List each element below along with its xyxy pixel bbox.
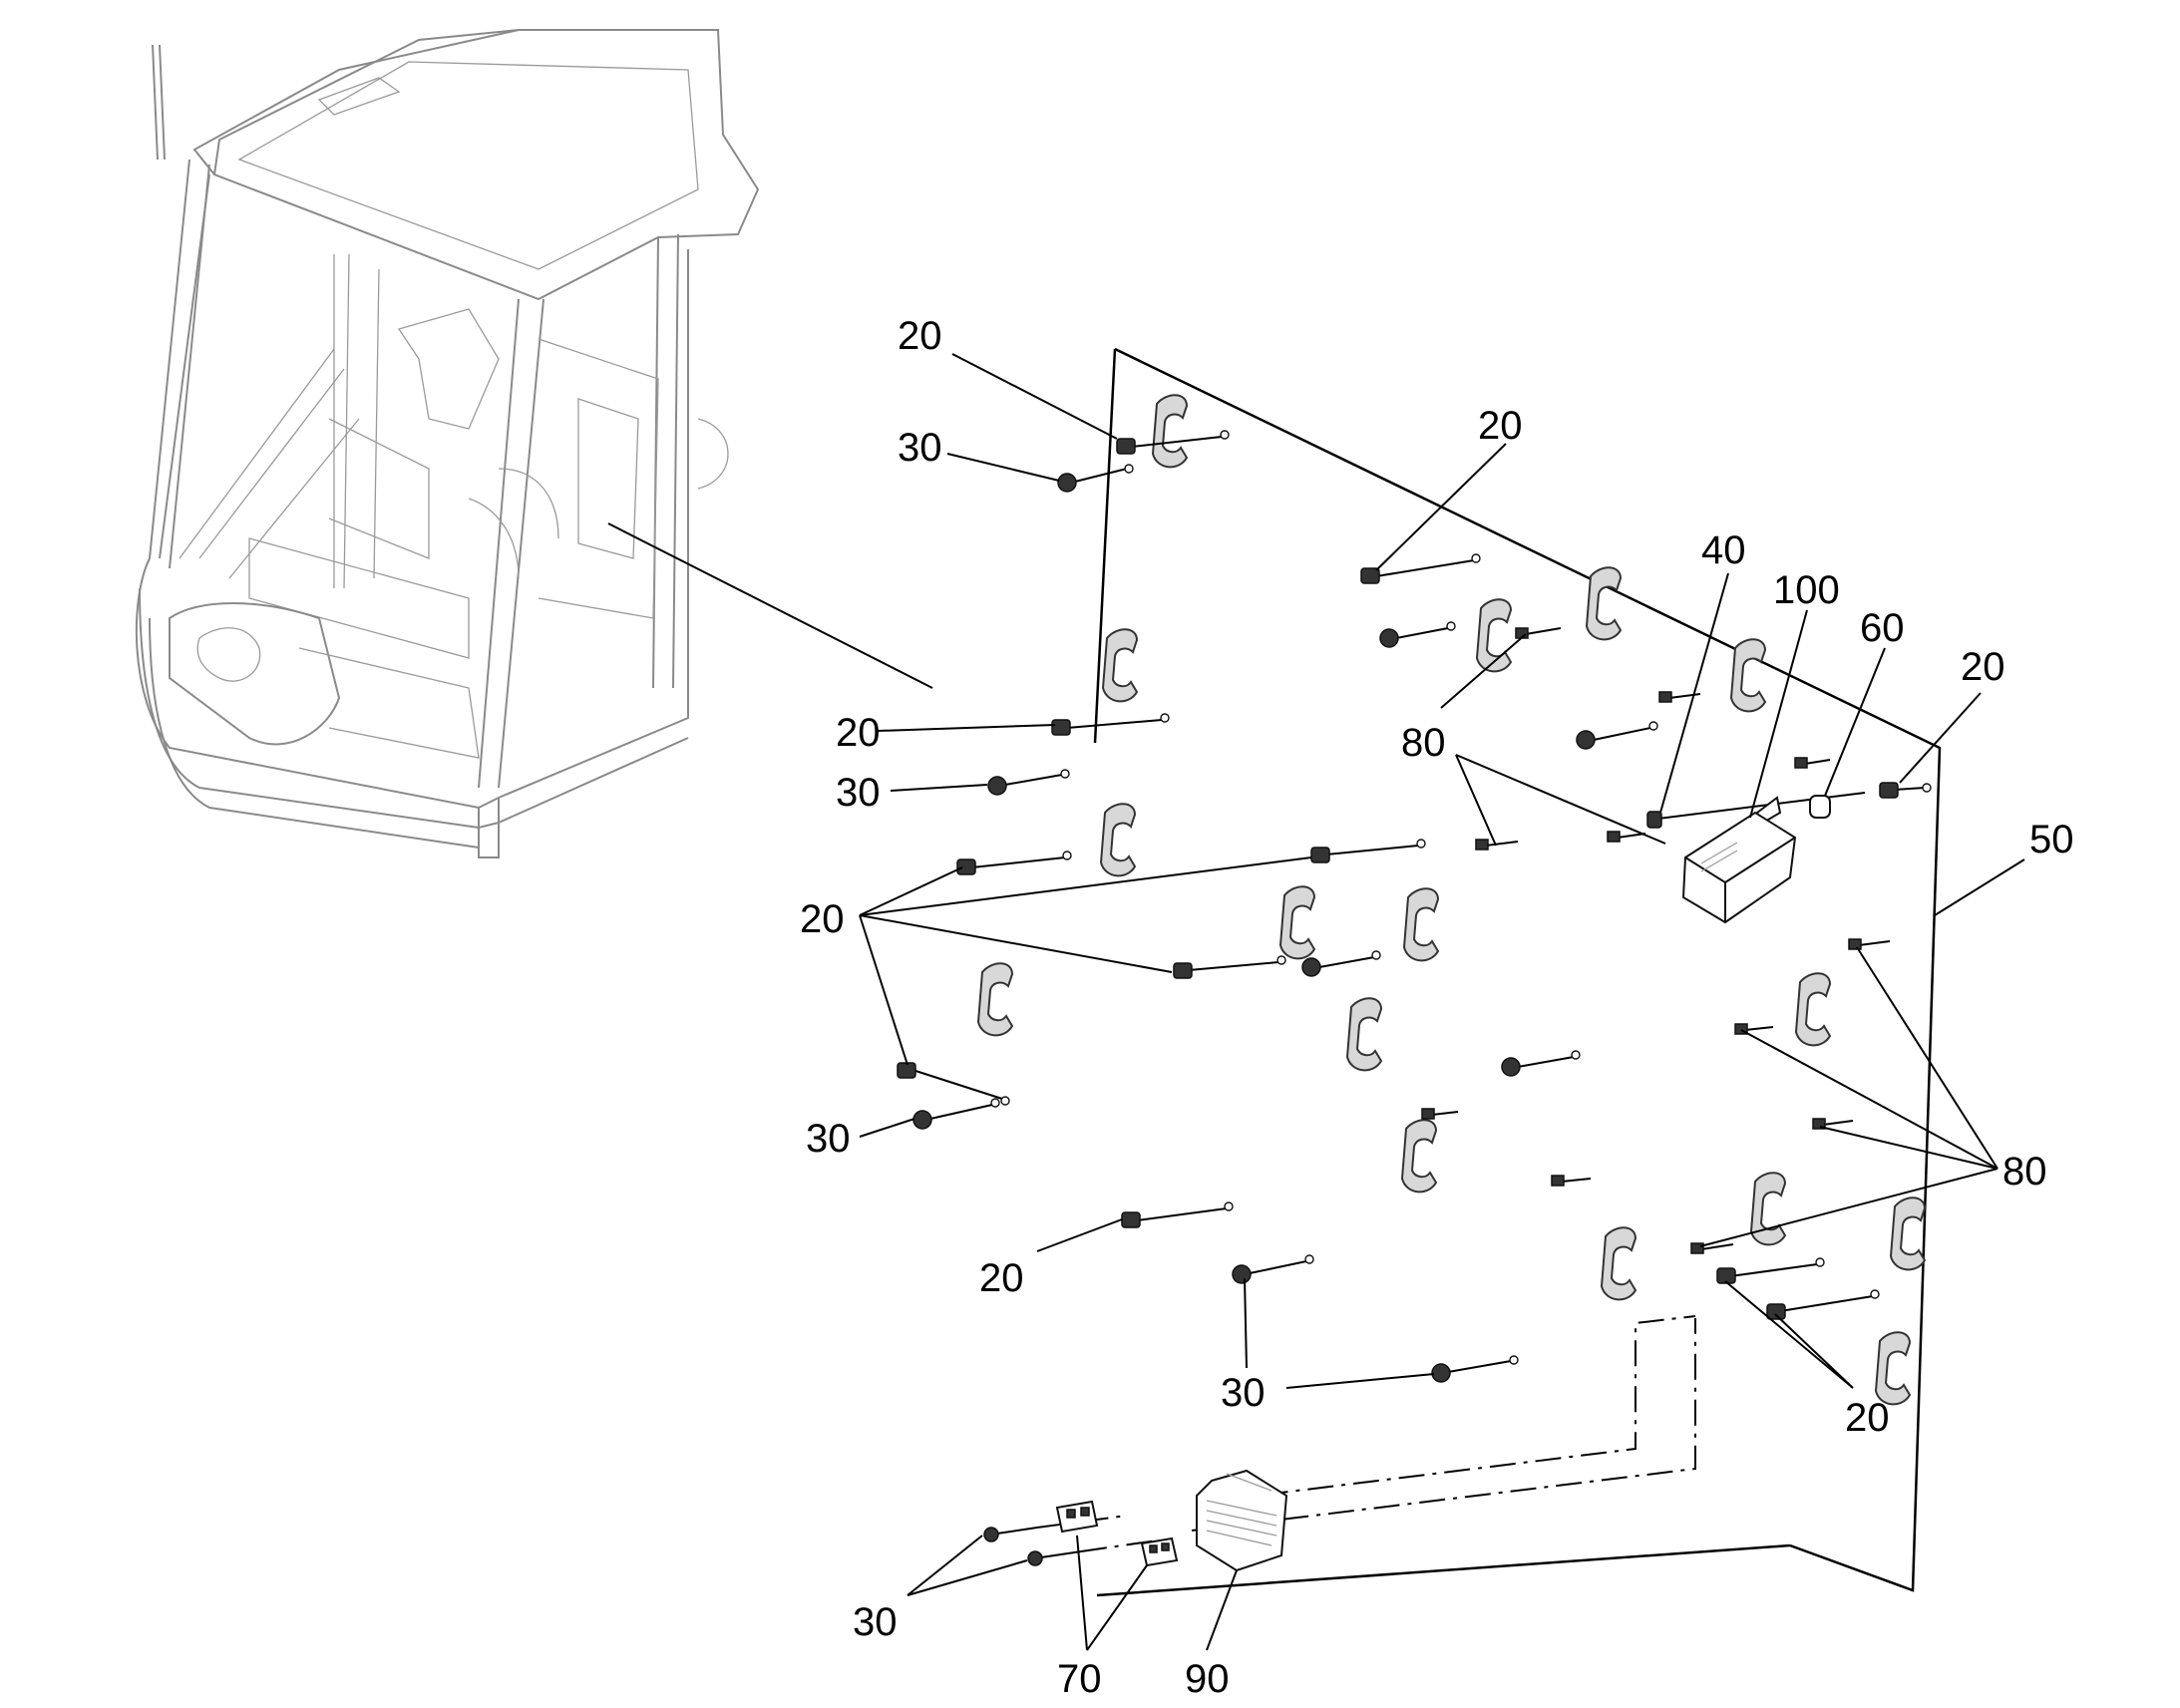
callout-20: 20 <box>979 1256 1024 1300</box>
screw-80 <box>1421 1108 1459 1120</box>
screw-80 <box>1848 938 1891 950</box>
bolt-30 <box>1232 1254 1314 1284</box>
callout-50: 50 <box>2029 818 2074 861</box>
bolt-30 <box>1431 1355 1519 1383</box>
screw-80 <box>1794 757 1831 769</box>
connector-70 <box>1140 1537 1179 1567</box>
clip <box>1278 885 1316 960</box>
nut-20 <box>1051 713 1170 736</box>
nut-20 <box>1121 1201 1234 1228</box>
panel-50 <box>1093 347 1942 1597</box>
clip <box>1400 1119 1438 1194</box>
screw-80 <box>1607 831 1646 843</box>
clip <box>1475 598 1513 673</box>
bolt-30 <box>1379 621 1456 648</box>
bolt-30 <box>1301 950 1381 977</box>
clip <box>1101 628 1139 703</box>
nut-20 <box>1360 553 1481 584</box>
cab-illustration <box>135 29 933 858</box>
callout-20: 20 <box>898 314 942 358</box>
callout-40: 40 <box>1701 528 1746 572</box>
clip <box>1600 1226 1637 1301</box>
callout-20: 20 <box>1845 1396 1890 1440</box>
callout-60: 60 <box>1860 606 1905 650</box>
clip <box>1345 997 1383 1072</box>
clip <box>1585 566 1623 641</box>
nut-20 <box>1310 839 1426 863</box>
clip <box>1889 1196 1927 1271</box>
nut-20 <box>1879 782 1932 799</box>
nut-20 <box>897 1062 1010 1106</box>
clip <box>1151 394 1189 469</box>
screw-80 <box>1551 1175 1592 1187</box>
callout-20: 20 <box>1961 645 2005 689</box>
callout-30: 30 <box>853 1600 898 1644</box>
clip <box>1402 887 1440 962</box>
clip <box>1749 1172 1787 1246</box>
callout-70: 70 <box>1057 1657 1102 1701</box>
clip <box>976 962 1014 1037</box>
screw-80 <box>1475 839 1519 851</box>
module-90 <box>1196 1469 1288 1572</box>
connector-70 <box>1055 1500 1099 1534</box>
bottom-components <box>1036 1315 1696 1572</box>
callout-30: 30 <box>806 1117 851 1161</box>
bolt-30 <box>1027 1550 1082 1566</box>
bolt-30 <box>912 1098 1000 1130</box>
clip <box>1874 1331 1912 1406</box>
screw-80 <box>1734 1023 1774 1035</box>
callout-30: 30 <box>836 771 881 815</box>
nut-20 <box>1173 955 1286 979</box>
callout-90: 90 <box>1185 1657 1230 1701</box>
nut-20 <box>1766 1289 1880 1320</box>
control-unit-100 <box>1646 792 1866 924</box>
screw-80 <box>1658 691 1701 703</box>
callout-20: 20 <box>836 711 881 755</box>
callout-leaders <box>859 353 2025 1651</box>
callout-80: 80 <box>1401 721 1446 765</box>
bolt-30 <box>1576 721 1658 750</box>
screw-80 <box>1690 1242 1734 1254</box>
screw-80 <box>1812 1118 1854 1130</box>
clip <box>1099 803 1137 877</box>
nut-20 <box>956 851 1072 875</box>
bolt-30 <box>987 769 1070 796</box>
callout-30: 30 <box>898 426 942 470</box>
clip <box>1729 638 1767 713</box>
clip <box>1794 972 1832 1047</box>
nut-20 <box>1716 1257 1825 1284</box>
nut-20 <box>1116 430 1230 455</box>
bolt-30 <box>1501 1050 1581 1077</box>
callout-100: 100 <box>1773 568 1840 612</box>
panel-clips <box>976 394 1927 1406</box>
callout-labels: 20 30 20 40 100 60 20 80 50 20 30 20 30 … <box>800 314 2074 1701</box>
callout-20: 20 <box>1478 404 1523 448</box>
callout-80: 80 <box>2002 1150 2047 1194</box>
fasteners <box>897 430 1932 1566</box>
callout-30: 30 <box>1221 1371 1266 1415</box>
callout-20: 20 <box>800 897 845 941</box>
bolt-30 <box>983 1527 1038 1542</box>
bolt-30 <box>1057 464 1134 493</box>
